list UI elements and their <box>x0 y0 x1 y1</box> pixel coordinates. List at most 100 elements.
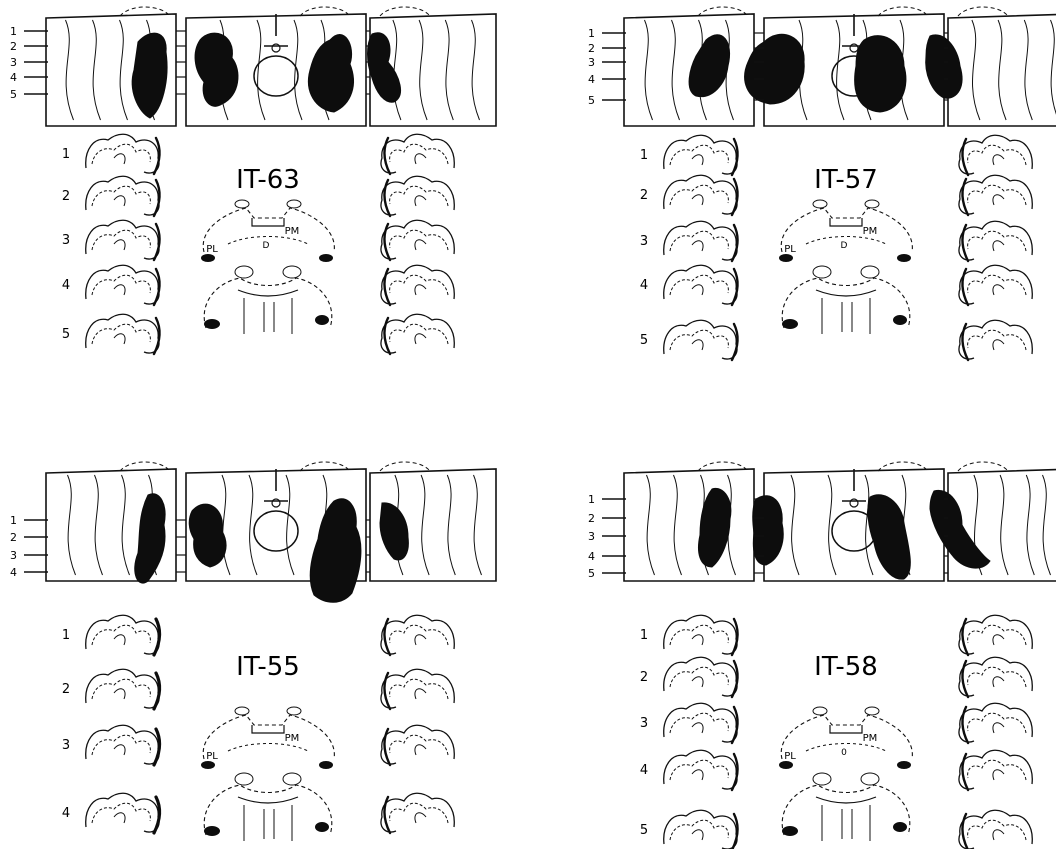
level-label: 4 <box>588 550 595 563</box>
thalamic-lesion <box>204 319 220 329</box>
lesion-edge <box>732 179 738 215</box>
section-number: 3 <box>640 716 648 731</box>
sulcus-outline <box>993 285 1004 295</box>
section-number: 4 <box>62 278 70 293</box>
section-number: 1 <box>62 147 70 162</box>
section-number: 5 <box>640 333 648 348</box>
lesion-edge <box>154 180 160 216</box>
pl-label: PL <box>784 244 796 255</box>
third-ventricle <box>252 218 284 226</box>
section-number: 5 <box>640 823 648 838</box>
habenula-outline <box>813 707 827 715</box>
level-label: 1 <box>10 25 17 38</box>
pm-label: PM <box>863 226 878 237</box>
sulcus-outline <box>692 340 703 350</box>
sulcus-outline <box>993 195 1004 205</box>
level-label: 2 <box>10 40 17 53</box>
thalamic-lesion <box>782 826 798 836</box>
thalamic-lesion <box>315 315 329 325</box>
thalamic-lesion <box>319 761 333 769</box>
sulcus-outline <box>993 155 1004 165</box>
pretectal-outline <box>861 266 879 278</box>
pl-label: PL <box>206 244 218 255</box>
dorsal-view-lateral-block <box>624 469 754 581</box>
sulcus-outline <box>692 195 703 205</box>
pretectal-outline <box>283 266 301 278</box>
sulcus-outline <box>993 723 1004 733</box>
dorsal-view-lateral-block <box>624 14 754 126</box>
habenula-outline <box>287 200 301 208</box>
sulcus-outline <box>993 770 1004 780</box>
sulcus-outline <box>114 635 125 645</box>
thalamic-lesion <box>779 254 793 262</box>
level-label: 4 <box>588 73 595 86</box>
habenula-outline <box>235 200 249 208</box>
sulcus-outline <box>114 334 125 344</box>
nucleus-boundary <box>228 744 308 752</box>
sulcus-outline <box>993 241 1004 251</box>
thalamic-lesion <box>201 254 215 262</box>
section-number: 4 <box>640 278 648 293</box>
lesion-edge <box>732 754 738 790</box>
sulcus-outline <box>114 689 125 699</box>
caudal-boundary <box>238 797 298 803</box>
thalamic-lesion <box>897 254 911 262</box>
thalamic-lesion <box>201 761 215 769</box>
lesion-edge <box>732 139 738 175</box>
case-panel: 1234512345IT-63PMPLD <box>10 7 496 354</box>
thalamic-lesion <box>893 315 907 325</box>
pm-label: PM <box>285 226 300 237</box>
section-number: 2 <box>62 682 70 697</box>
center-label: 0 <box>841 748 847 758</box>
level-label: 3 <box>10 56 17 69</box>
sulcus-outline <box>114 285 125 295</box>
habenula-outline <box>235 707 249 715</box>
midbrain-outline <box>244 298 292 334</box>
section-number: 2 <box>640 188 648 203</box>
pretectal-outline <box>235 266 253 278</box>
section-number: 3 <box>640 234 648 249</box>
sulcus-outline <box>114 813 125 823</box>
level-label: 1 <box>10 514 17 527</box>
sulcus-outline <box>993 340 1004 350</box>
caudal-thalamus-contour <box>204 278 332 328</box>
section-number: 4 <box>640 763 648 778</box>
thalamic-lesion <box>782 319 798 329</box>
lesion-edge <box>732 324 738 360</box>
sulcus-outline <box>114 196 125 206</box>
sulcus-outline <box>415 689 426 699</box>
thalamus-contour <box>203 715 334 759</box>
caudal-thalamus-contour <box>782 785 910 835</box>
lesion-edge <box>732 619 738 655</box>
sulcus-outline <box>415 813 426 823</box>
thalamic-lesion <box>319 254 333 262</box>
sulcus-outline <box>692 155 703 165</box>
sulcus-outline <box>415 196 426 206</box>
level-label: 2 <box>588 42 595 55</box>
habenula-outline <box>287 707 301 715</box>
habenula-outline <box>813 200 827 208</box>
section-number: 2 <box>640 670 648 685</box>
sulcus-outline <box>692 830 703 840</box>
sulcus-outline <box>993 635 1004 645</box>
section-number: 2 <box>62 189 70 204</box>
sulcus-outline <box>692 677 703 687</box>
sulcus-outline <box>993 677 1004 687</box>
sulcus-outline <box>692 770 703 780</box>
level-label: 3 <box>588 56 595 69</box>
level-label: 5 <box>10 88 17 101</box>
lesion-edge <box>154 729 160 765</box>
midbrain-outline <box>822 805 870 841</box>
lesion-edge <box>154 673 160 709</box>
lesion-edge <box>732 225 738 261</box>
caudal-boundary <box>816 290 876 296</box>
level-label: 2 <box>10 531 17 544</box>
sulcus-outline <box>415 635 426 645</box>
thalamic-lesion <box>315 822 329 832</box>
pm-label: PM <box>863 733 878 744</box>
center-label: D <box>263 241 270 251</box>
habenula-outline <box>865 200 879 208</box>
sulcus-outline <box>692 723 703 733</box>
